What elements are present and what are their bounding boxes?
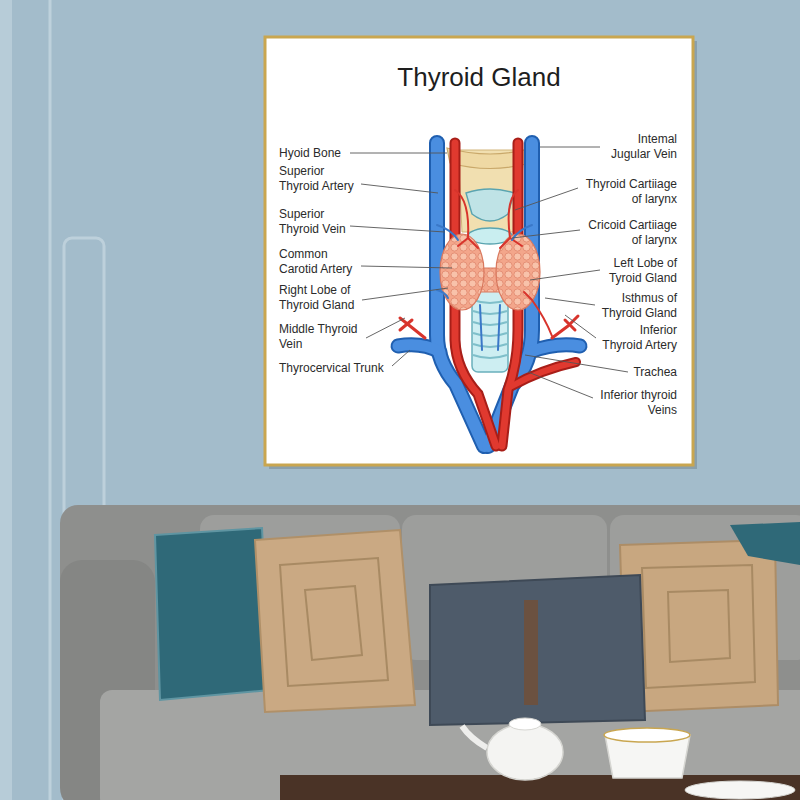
pillow	[255, 530, 415, 712]
thyroid-vessels	[437, 190, 552, 350]
pillow	[430, 575, 645, 725]
part-label: Isthmus of Thyroid Gland	[597, 291, 677, 320]
pillow-quilting	[642, 565, 755, 688]
part-label: Hyoid Bone	[279, 146, 369, 161]
saucer	[685, 781, 795, 799]
part-label: Intemal Jugular Vein	[602, 132, 677, 161]
part-label: Inferior thyroid Veins	[587, 388, 677, 417]
part-label: Right Lobe of Thyroid Gland	[279, 283, 361, 312]
thyroid-gland	[440, 234, 540, 310]
teapot-lid	[509, 718, 541, 730]
pillow	[730, 522, 800, 565]
thyroid-cartilage	[466, 189, 514, 221]
pillow-quilting	[280, 558, 388, 686]
part-label: Superior Thyroid Artery	[279, 164, 361, 193]
trachea-rings	[473, 300, 507, 358]
part-label: Middle Thyroid Vein	[279, 322, 361, 351]
part-label: Common Carotid Artery	[279, 247, 361, 276]
bead-strip	[524, 600, 538, 705]
part-label: Cricoid Cartiiage of larynx	[581, 218, 677, 247]
part-label: Superior Thyroid Vein	[279, 207, 361, 236]
wall-edge	[0, 0, 12, 800]
trachea	[472, 288, 508, 372]
teapot-spout	[462, 726, 487, 748]
cup-rim	[604, 728, 690, 742]
part-label: Thyroid Cartiiage of larynx	[581, 177, 677, 206]
part-label: Left Lobe of Tyroid Gland	[597, 256, 677, 285]
veins	[398, 143, 580, 446]
teapot	[487, 724, 563, 780]
wall-moulding	[49, 0, 52, 800]
arteries	[400, 143, 578, 446]
part-label: Thyrocervical Trunk	[279, 361, 394, 376]
part-label: Trachea	[617, 365, 677, 380]
part-label: Inferior Thyroid Artery	[600, 323, 677, 352]
coffee-table	[280, 775, 800, 800]
pillow	[155, 528, 270, 700]
poster-title: Thyroid Gland	[265, 62, 693, 92]
poster-frame	[265, 37, 693, 465]
